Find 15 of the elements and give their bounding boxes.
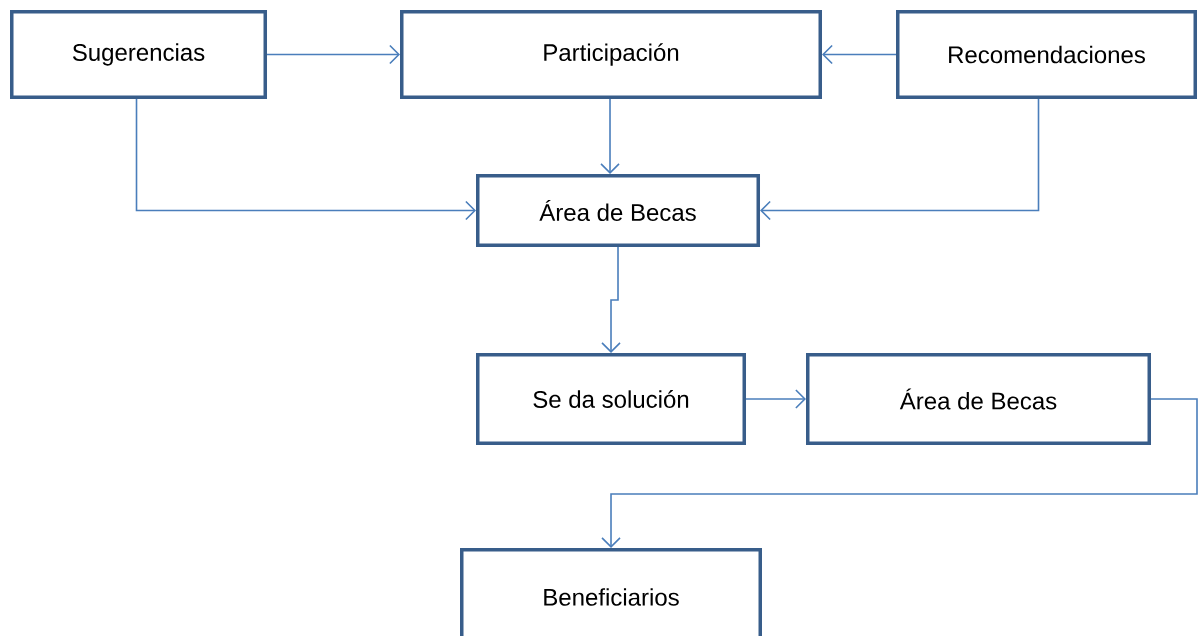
arrow — [135, 98, 476, 221]
arrow — [600, 98, 620, 174]
process-box: Beneficiarios — [460, 548, 762, 636]
arrow — [601, 398, 1198, 548]
process-box: Se da solución — [476, 353, 746, 445]
process-box: Participación — [400, 10, 822, 99]
arrow — [601, 246, 621, 353]
arrow — [745, 389, 806, 409]
process-box: Sugerencias — [10, 10, 267, 99]
arrow — [760, 98, 1040, 221]
process-box: Área de Becas — [476, 174, 760, 247]
process-box: Área de Becas — [806, 353, 1151, 445]
arrow — [266, 44, 400, 65]
arrow — [822, 44, 897, 65]
process-box: Recomendaciones — [896, 10, 1197, 99]
